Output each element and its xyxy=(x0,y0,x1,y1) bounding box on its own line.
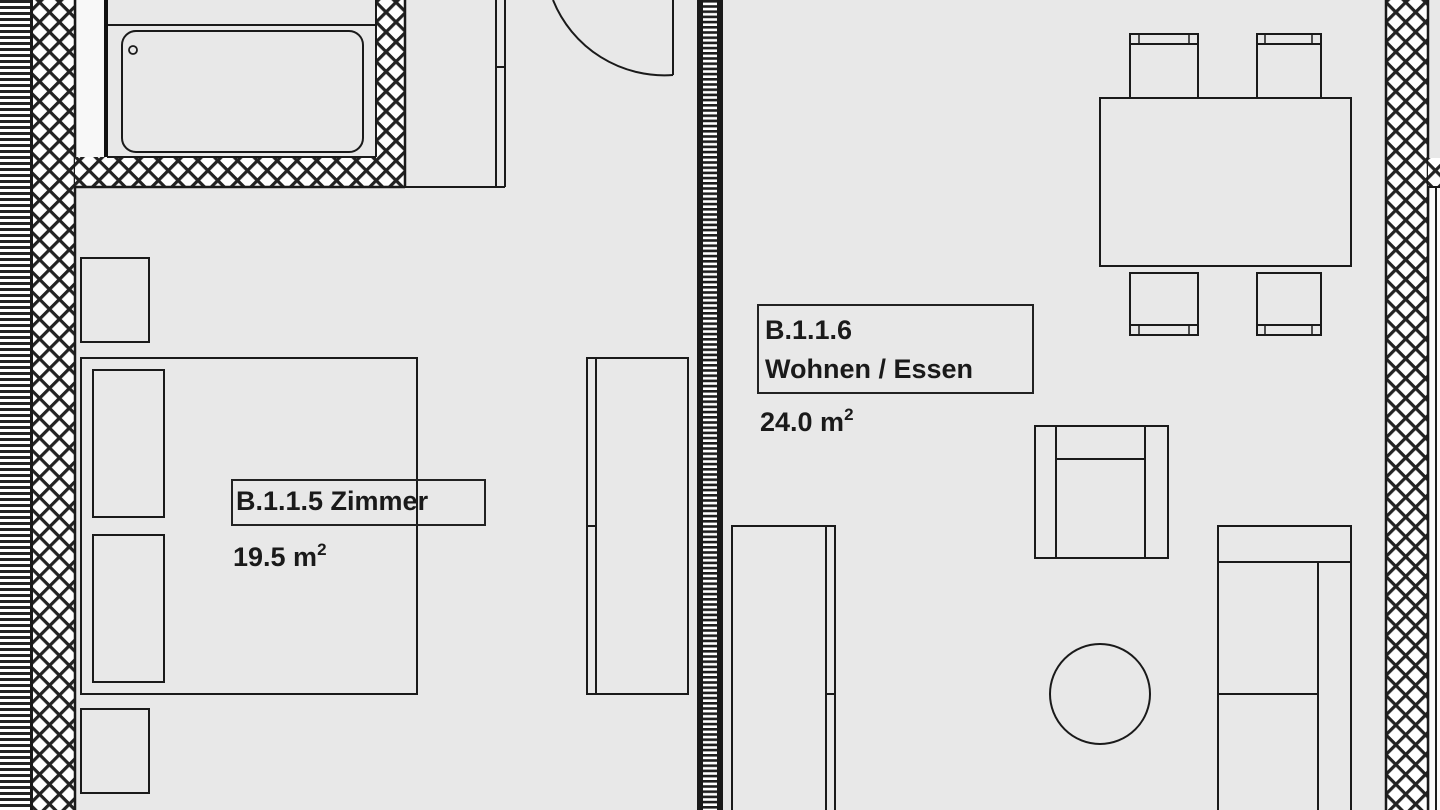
pillow-top xyxy=(92,369,165,518)
room-area-value: 19.5 m xyxy=(233,542,318,572)
bathroom-wall-strip xyxy=(77,0,108,157)
bathtub xyxy=(108,24,376,153)
sideboard xyxy=(731,525,836,810)
armchair xyxy=(1034,425,1169,559)
wardrobe-bathroom xyxy=(405,0,506,188)
room-name: B.1.1.5 Zimmer xyxy=(236,486,429,516)
room-name-box xyxy=(231,479,486,526)
exterior-wall-left xyxy=(0,0,33,810)
hatched-wall-bathroom xyxy=(75,0,407,189)
dining-chair-bottom-left xyxy=(1129,272,1199,336)
sofa xyxy=(1217,525,1352,810)
room-area: 19.5 m2 xyxy=(233,540,327,576)
wardrobe-bedroom xyxy=(586,357,689,695)
nightstand-top xyxy=(80,257,150,343)
room-area-value: 24.0 m xyxy=(760,407,845,437)
room-area: 24.0 m2 xyxy=(760,405,854,441)
room-id: B.1.1.6 xyxy=(765,315,853,345)
drain-icon xyxy=(128,45,138,55)
room-area-exponent: 2 xyxy=(844,405,854,424)
door-swing xyxy=(552,0,674,77)
hatched-wall-left xyxy=(33,0,77,810)
nightstand-bottom xyxy=(80,708,150,794)
dining-set xyxy=(1099,33,1352,336)
room-name: Wohnen / Essen xyxy=(765,354,974,384)
partition-wall-center xyxy=(697,0,723,810)
hatched-wall-right xyxy=(1384,0,1440,810)
dining-chair-bottom-right xyxy=(1256,272,1322,336)
pillow-bottom xyxy=(92,534,165,683)
room-name-box xyxy=(757,304,1034,394)
double-bed xyxy=(80,357,418,695)
coffee-table-round xyxy=(1049,643,1151,745)
dining-table xyxy=(1099,97,1352,267)
room-area-exponent: 2 xyxy=(317,540,327,559)
